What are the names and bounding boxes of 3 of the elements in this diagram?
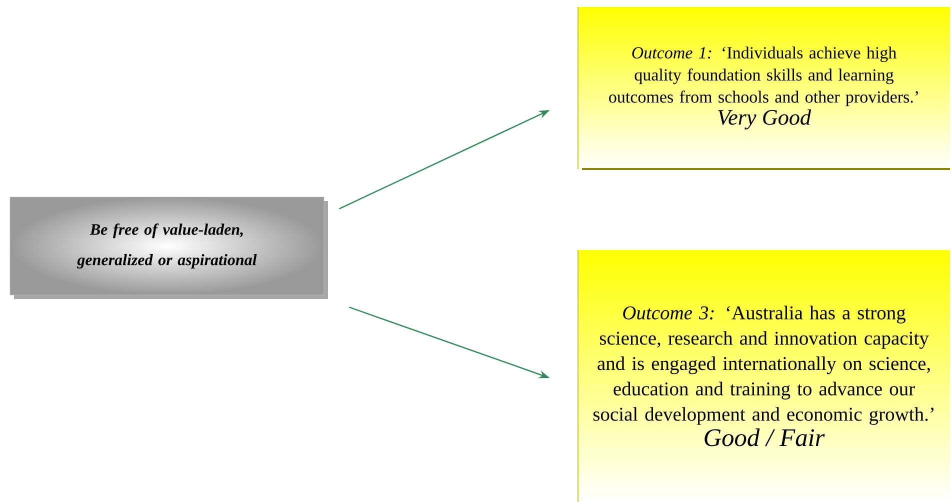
process-box: Be free of value-laden, generalized or aspirational [10, 196, 328, 299]
outcome-box: Outcome 1: ‘Individuals achieve high quality foundation skills and learning outcomes from schools and other providers.’ Very Good [577, 7, 950, 170]
outcome-box: Outcome 3: ‘Australia has a strong science, research and innovation capacity and is engaged internationally on science, education and training to advance our social development and economic growth.’ Good / Fair [577, 250, 934, 502]
